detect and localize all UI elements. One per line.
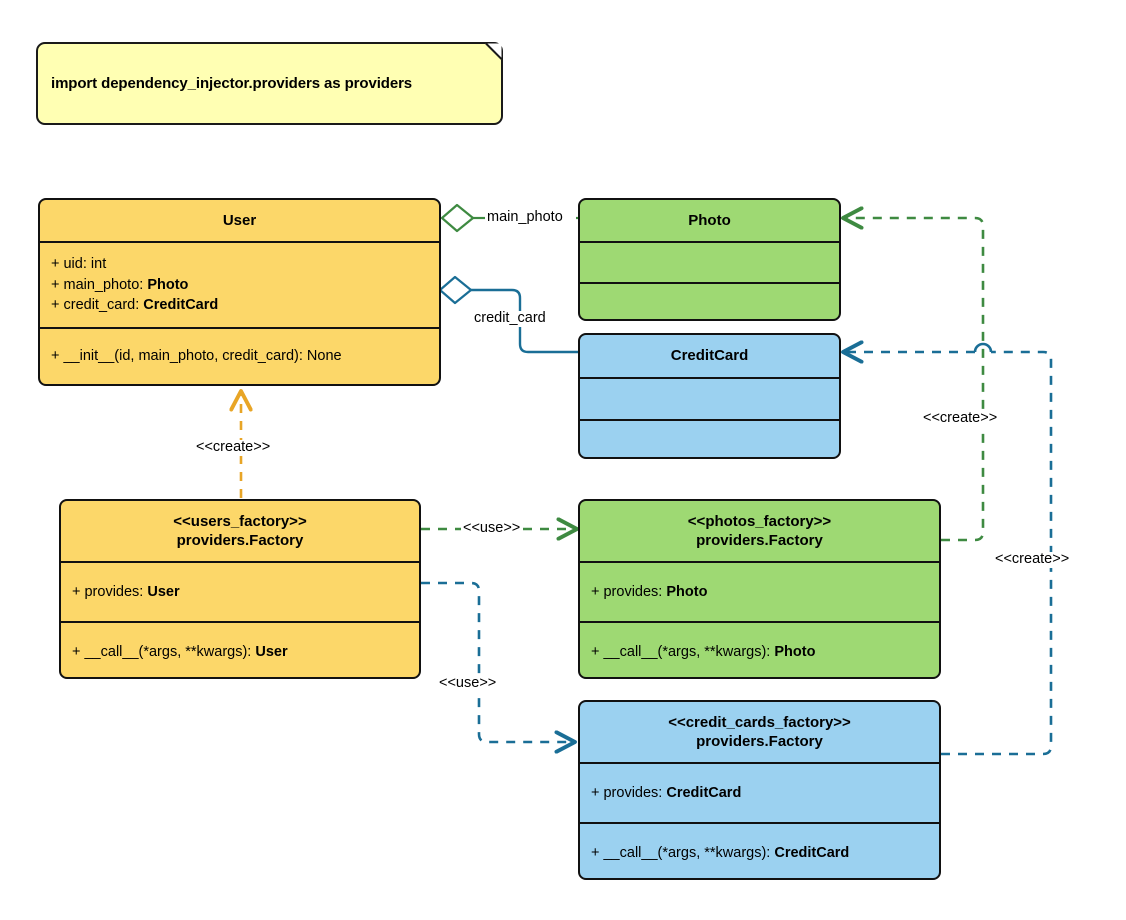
- credit-card-attributes-compartment: [580, 377, 839, 419]
- edge-label-create-credit-card: <<create>>: [993, 551, 1072, 568]
- user-attributes-compartment: + uid: int + main_photo: Photo + credit_…: [40, 241, 439, 327]
- import-note: import dependency_injector.providers as …: [36, 42, 503, 125]
- edge-label-main-photo: main_photo: [485, 209, 565, 226]
- class-box-credit-card[interactable]: CreditCard: [578, 333, 841, 459]
- class-box-user[interactable]: User + uid: int + main_photo: Photo + cr…: [38, 198, 441, 386]
- users-factory-attributes-compartment: + provides: User: [61, 561, 419, 621]
- photos-factory-class-name: providers.Factory: [696, 532, 823, 549]
- edge-label-create-user: <<create>>: [194, 439, 273, 456]
- credit-card-methods-compartment: [580, 419, 839, 457]
- edge-users-factory-uses-credit-cards-factory: [421, 581, 577, 754]
- users-factory-attribute-row: + provides: User: [72, 583, 180, 600]
- credit-cards-factory-class-name: providers.Factory: [696, 733, 823, 750]
- credit-cards-factory-methods-compartment: + __call__(*args, **kwargs): CreditCard: [580, 822, 939, 878]
- users-factory-stereotype: <<users_factory>>: [173, 512, 307, 530]
- class-box-photo[interactable]: Photo: [578, 198, 841, 321]
- photos-factory-title-compartment: <<photos_factory>> providers.Factory: [580, 501, 939, 561]
- credit-cards-factory-title-compartment: <<credit_cards_factory>> providers.Facto…: [580, 702, 939, 762]
- class-box-photos-factory[interactable]: <<photos_factory>> providers.Factory + p…: [578, 499, 941, 679]
- class-box-credit-cards-factory[interactable]: <<credit_cards_factory>> providers.Facto…: [578, 700, 941, 880]
- credit-cards-factory-stereotype: <<credit_cards_factory>>: [668, 713, 851, 731]
- user-title-compartment: User: [40, 200, 439, 241]
- import-note-text: import dependency_injector.providers as …: [51, 75, 413, 92]
- credit-card-class-name: CreditCard: [670, 347, 749, 365]
- credit-cards-factory-attribute-row: + provides: CreditCard: [591, 784, 742, 801]
- photo-attributes-compartment: [580, 241, 839, 282]
- user-attribute-row: + main_photo: Photo: [51, 276, 189, 293]
- user-attribute-row: + uid: int: [51, 256, 107, 273]
- edge-label-use-credit-cards-factory: <<use>>: [437, 675, 499, 692]
- photos-factory-attributes-compartment: + provides: Photo: [580, 561, 939, 621]
- note-fold-icon: [485, 43, 502, 60]
- user-class-name: User: [222, 211, 257, 229]
- credit-cards-factory-method-row: + __call__(*args, **kwargs): CreditCard: [591, 844, 850, 861]
- users-factory-methods-compartment: + __call__(*args, **kwargs): User: [61, 621, 419, 677]
- edge-label-use-photos-factory: <<use>>: [461, 520, 523, 537]
- credit-card-title-compartment: CreditCard: [580, 335, 839, 377]
- users-factory-title-compartment: <<users_factory>> providers.Factory: [61, 501, 419, 561]
- edge-label-credit-card: credit_card: [472, 310, 548, 327]
- photos-factory-methods-compartment: + __call__(*args, **kwargs): Photo: [580, 621, 939, 677]
- photos-factory-attribute-row: + provides: Photo: [591, 583, 708, 600]
- credit-cards-factory-attributes-compartment: + provides: CreditCard: [580, 762, 939, 822]
- user-methods-compartment: + __init__(id, main_photo, credit_card):…: [40, 327, 439, 383]
- photo-class-name: Photo: [688, 211, 731, 229]
- user-method-row: + __init__(id, main_photo, credit_card):…: [51, 347, 342, 364]
- edge-photos-factory-creates-photo: [841, 206, 985, 542]
- photo-title-compartment: Photo: [580, 200, 839, 241]
- user-attribute-row: + credit_card: CreditCard: [51, 297, 219, 314]
- photos-factory-stereotype: <<photos_factory>>: [687, 512, 832, 530]
- users-factory-method-row: + __call__(*args, **kwargs): User: [72, 643, 288, 660]
- photos-factory-method-row: + __call__(*args, **kwargs): Photo: [591, 643, 816, 660]
- class-box-users-factory[interactable]: <<users_factory>> providers.Factory + pr…: [59, 499, 421, 679]
- users-factory-class-name: providers.Factory: [176, 532, 304, 549]
- photo-methods-compartment: [580, 282, 839, 319]
- edge-label-create-photo: <<create>>: [921, 410, 1000, 427]
